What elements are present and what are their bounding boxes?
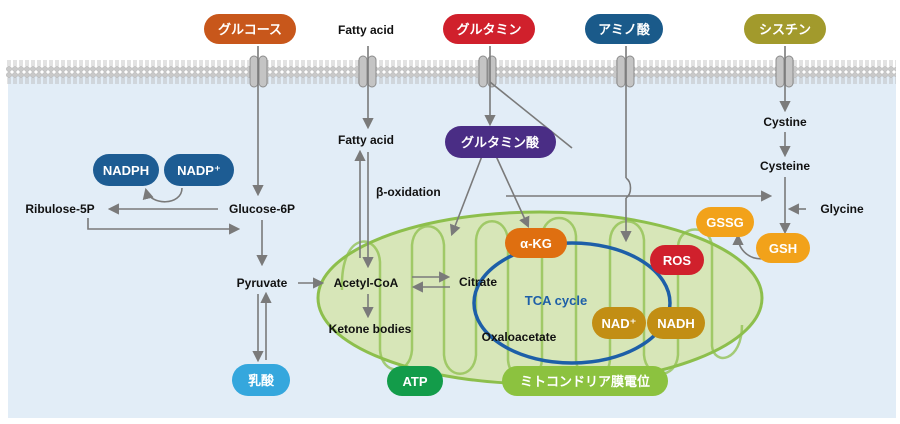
acetyl-coa-label: Acetyl-CoA	[334, 276, 399, 290]
tca-cycle-label: TCA cycle	[525, 293, 587, 308]
svg-text:ATP: ATP	[402, 374, 427, 389]
nadp-plus-pill: NADP⁺	[164, 154, 234, 186]
svg-text:ミトコンドリア膜電位: ミトコンドリア膜電位	[520, 374, 650, 389]
svg-text:NADH: NADH	[657, 316, 695, 331]
fatty-acid-top-label: Fatty acid	[338, 23, 394, 37]
svg-text:グルコース: グルコース	[218, 22, 282, 37]
ribulose-5p-label: Ribulose-5P	[25, 202, 94, 216]
cysteine-label: Cysteine	[760, 159, 810, 173]
ketone-bodies-label: Ketone bodies	[329, 322, 412, 336]
svg-text:GSSG: GSSG	[706, 215, 744, 230]
glutamate-pill: グルタミン酸	[445, 126, 556, 158]
svg-text:α-KG: α-KG	[520, 236, 552, 251]
cystine-pill: シスチン	[744, 14, 826, 44]
cystine-label: Cystine	[763, 115, 807, 129]
nad-plus-pill: NAD⁺	[592, 307, 646, 339]
lactate-pill: 乳酸	[232, 364, 290, 396]
tca-cycle-ring	[472, 241, 672, 365]
svg-text:NAD⁺: NAD⁺	[601, 316, 636, 331]
beta-oxidation-label: β-oxidation	[376, 185, 441, 199]
svg-text:グルタミン酸: グルタミン酸	[461, 135, 540, 150]
amino-acid-pill: アミノ酸	[585, 14, 663, 44]
gssg-pill: GSSG	[696, 207, 754, 237]
svg-text:ROS: ROS	[663, 253, 692, 268]
svg-text:アミノ酸: アミノ酸	[598, 22, 651, 37]
atp-pill: ATP	[387, 366, 443, 396]
svg-text:グルタミン: グルタミン	[456, 22, 521, 37]
fatty-acid-label: Fatty acid	[338, 133, 394, 147]
glutamine-pill: グルタミン	[443, 14, 535, 44]
nadph-pill: NADPH	[93, 154, 159, 186]
alpha-kg-pill: α-KG	[505, 228, 567, 258]
transporter-glutamine	[478, 55, 497, 88]
svg-text:GSH: GSH	[769, 241, 797, 256]
plasma-membrane	[6, 60, 896, 84]
citrate-label: Citrate	[459, 275, 497, 289]
glycine-label: Glycine	[820, 202, 864, 216]
svg-text:NADPH: NADPH	[103, 163, 149, 178]
glucose-6p-label: Glucose-6P	[229, 202, 295, 216]
oxaloacetate-label: Oxaloacetate	[482, 330, 557, 344]
glucose-pill: グルコース	[204, 14, 296, 44]
svg-text:NADP⁺: NADP⁺	[177, 163, 221, 178]
gsh-pill: GSH	[756, 233, 810, 263]
svg-text:乳酸: 乳酸	[248, 373, 275, 388]
nadh-pill: NADH	[647, 307, 705, 339]
pathway-arrows	[87, 46, 806, 363]
membrane-potential-pill: ミトコンドリア膜電位	[502, 366, 668, 396]
pyruvate-label: Pyruvate	[237, 276, 288, 290]
svg-text:シスチン: シスチン	[759, 22, 811, 37]
ros-pill: ROS	[650, 245, 704, 275]
